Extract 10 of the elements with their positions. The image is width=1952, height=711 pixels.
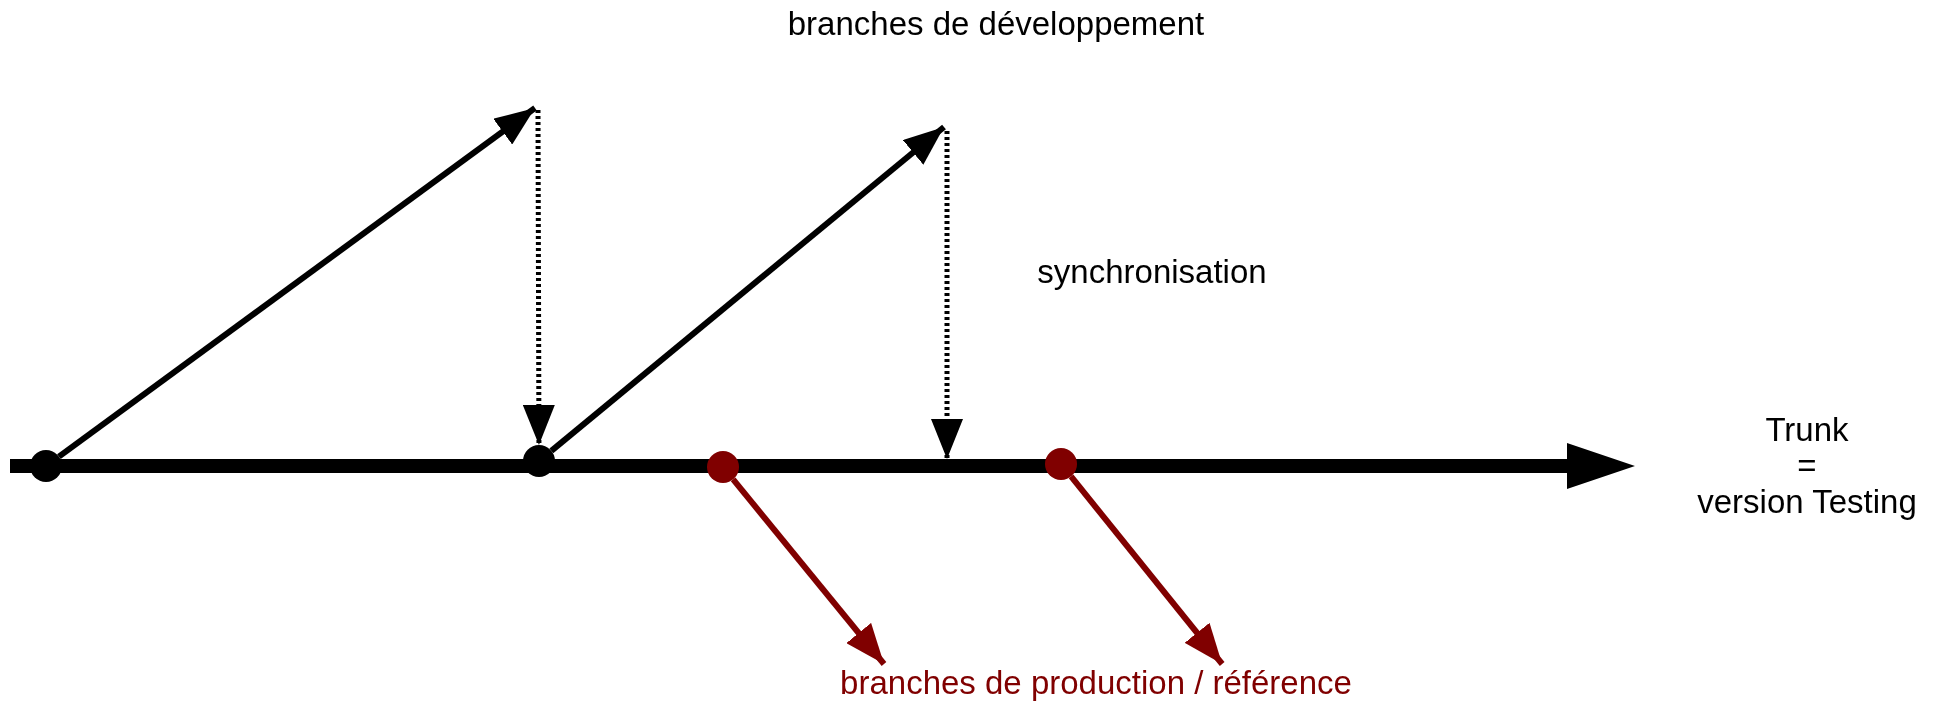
- branch-label: branches de production / référence: [840, 666, 1352, 699]
- trunk-arrow: [10, 443, 1635, 489]
- arrow: [57, 105, 537, 459]
- arrow: [549, 124, 946, 454]
- annotation: synchronisation: [1037, 252, 1267, 292]
- arrow: [730, 477, 887, 666]
- dotted-arrow: [931, 131, 963, 459]
- arrow: [1068, 474, 1225, 666]
- dotted-arrow: [522, 110, 555, 445]
- heading: branches de développement: [787, 4, 1205, 44]
